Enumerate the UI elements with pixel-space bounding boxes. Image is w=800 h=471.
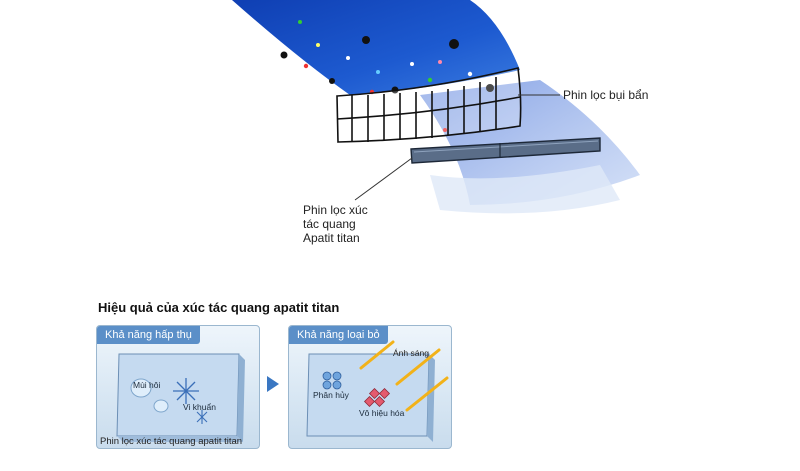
decompose-molecule-icon	[322, 371, 342, 390]
label-apatite-filter-line2: tác quang	[303, 217, 356, 231]
removal-illustration	[306, 340, 449, 442]
leader-apatite-filter	[354, 157, 413, 201]
dust-particles	[254, 20, 494, 132]
arrow-right-icon	[267, 376, 279, 392]
airflow-base	[430, 165, 620, 214]
odor-molecule-icon	[153, 399, 169, 413]
label-apatite-filter-line3: Apatit titan	[303, 231, 360, 245]
bacteria-icon	[196, 410, 208, 424]
bacteria-icon	[173, 378, 199, 404]
label-apatite-filter: Phin lọc xúc tác quang Apatit titan	[303, 203, 368, 245]
panel-absorption-header: Khả năng hấp thụ	[97, 326, 200, 344]
neutralize-molecule-icon	[363, 387, 391, 408]
sun-ray-icon	[359, 340, 449, 412]
absorption-illustration	[116, 353, 245, 442]
label-bacteria: Vi khuẩn	[183, 402, 216, 412]
label-neutralize: Vô hiệu hóa	[359, 408, 405, 418]
label-decompose: Phân hủy	[313, 390, 349, 400]
panel-removal: Khả năng loại bỏ Ánh sáng Phân hủy Vô hi…	[288, 325, 452, 449]
label-apatite-filter-line1: Phin lọc xúc	[303, 203, 368, 217]
label-dust-filter: Phin lọc bụi bẩn	[563, 88, 649, 102]
caption-apatite-filter: Phin lọc xúc tác quang apatit titan	[100, 436, 243, 447]
label-sunlight: Ánh sáng	[393, 348, 429, 358]
label-odor: Mùi hôi	[133, 380, 161, 390]
section-title: Hiệu quả của xúc tác quang apatit titan	[98, 300, 340, 315]
air-filter-illustration	[232, 0, 640, 214]
panel-absorption: Khả năng hấp thụ Mùi hôi Vi khuẩn	[96, 325, 260, 449]
dust-filter-grid	[336, 67, 522, 143]
panel-removal-header: Khả năng loại bỏ	[289, 326, 388, 344]
odor-molecule-icon	[130, 378, 152, 398]
airflow-sheet	[232, 0, 520, 95]
